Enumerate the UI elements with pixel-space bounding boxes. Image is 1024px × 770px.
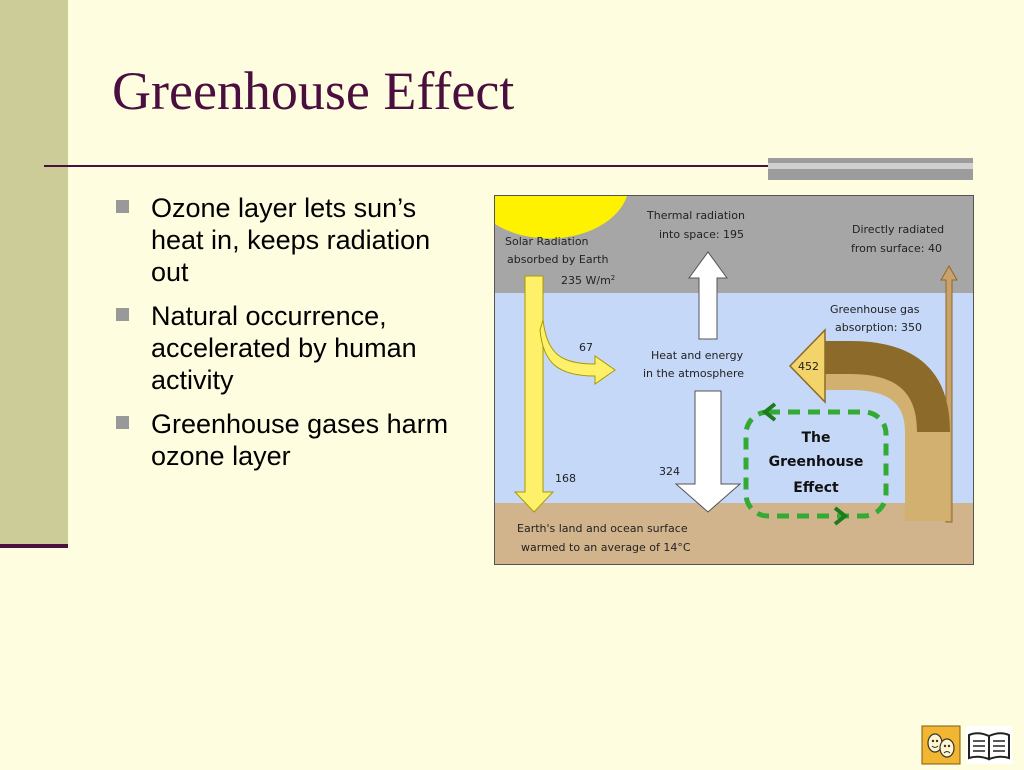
sun-icon bbox=[495, 196, 627, 239]
loop-chevron-icon bbox=[833, 506, 849, 526]
title-rule bbox=[44, 165, 970, 167]
surface-label: warmed to an average of 14°C bbox=[521, 541, 691, 554]
ghg-absorption-label: absorption: 350 bbox=[835, 321, 922, 334]
bullet-item: Natural occurrence, accelerated by human… bbox=[116, 300, 461, 396]
greenhouse-effect-label: The bbox=[801, 430, 830, 446]
greenhouse-effect-label: Effect bbox=[793, 480, 839, 496]
solar-radiation-label: absorbed by Earth bbox=[507, 253, 608, 266]
thermal-radiation-label: into space: 195 bbox=[659, 228, 744, 241]
greenhouse-effect-label: Greenhouse bbox=[769, 454, 864, 470]
bullet-marker bbox=[116, 416, 129, 429]
ghg-absorption-label: Greenhouse gas bbox=[830, 303, 920, 316]
ghg-absorption-arrow-dark bbox=[825, 341, 950, 432]
value-label-452: 452 bbox=[798, 360, 819, 373]
bullet-item: Ozone layer lets sun’s heat in, keeps ra… bbox=[116, 192, 461, 288]
surface-label: Earth's land and ocean surface bbox=[517, 522, 688, 535]
ghg-arrowhead bbox=[788, 328, 826, 404]
direct-radiation-label: Directly radiated bbox=[852, 223, 944, 236]
bullet-text: Ozone layer lets sun’s heat in, keeps ra… bbox=[151, 193, 431, 287]
direct-radiation-arrow bbox=[940, 264, 958, 523]
solar-radiation-label: Solar Radiation bbox=[505, 235, 589, 248]
value-label-168: 168 bbox=[555, 472, 576, 485]
bullet-list: Ozone layer lets sun’s heat in, keeps ra… bbox=[116, 192, 461, 484]
greenhouse-loop bbox=[743, 409, 889, 519]
thermal-radiation-arrow bbox=[688, 251, 728, 340]
greenhouse-effect-diagram: Solar Radiation absorbed by Earth 235 W/… bbox=[494, 195, 974, 565]
atmosphere-label: Heat and energy bbox=[651, 349, 744, 362]
solar-radiation-arrow bbox=[513, 275, 555, 513]
footer-icons bbox=[920, 725, 1015, 765]
back-radiation-arrow bbox=[674, 390, 742, 513]
bullet-item: Greenhouse gases harm ozone layer bbox=[116, 408, 461, 472]
theater-masks-icon bbox=[921, 725, 961, 765]
bullet-text: Natural occurrence, accelerated by human… bbox=[151, 301, 417, 395]
solar-branch-arrow bbox=[539, 319, 616, 385]
bullet-marker bbox=[116, 200, 129, 213]
direct-radiation-label: from surface: 40 bbox=[851, 242, 942, 255]
solar-radiation-value: 235 W/m2 bbox=[561, 274, 615, 287]
loop-chevron-icon bbox=[761, 402, 777, 422]
atmosphere-label: in the atmosphere bbox=[643, 367, 744, 380]
ground-layer bbox=[495, 503, 973, 564]
slide-title: Greenhouse Effect bbox=[112, 61, 515, 121]
bullet-marker bbox=[116, 308, 129, 321]
bullet-text: Greenhouse gases harm ozone layer bbox=[151, 409, 449, 471]
value-label-324: 324 bbox=[659, 465, 680, 478]
left-sidebar-band bbox=[0, 0, 68, 548]
left-sidebar-cap bbox=[0, 544, 68, 548]
value-label-67: 67 bbox=[579, 341, 593, 354]
thermal-radiation-label: Thermal radiation bbox=[646, 209, 745, 222]
open-book-icon bbox=[966, 726, 1012, 764]
title-accent-bar bbox=[768, 158, 973, 180]
